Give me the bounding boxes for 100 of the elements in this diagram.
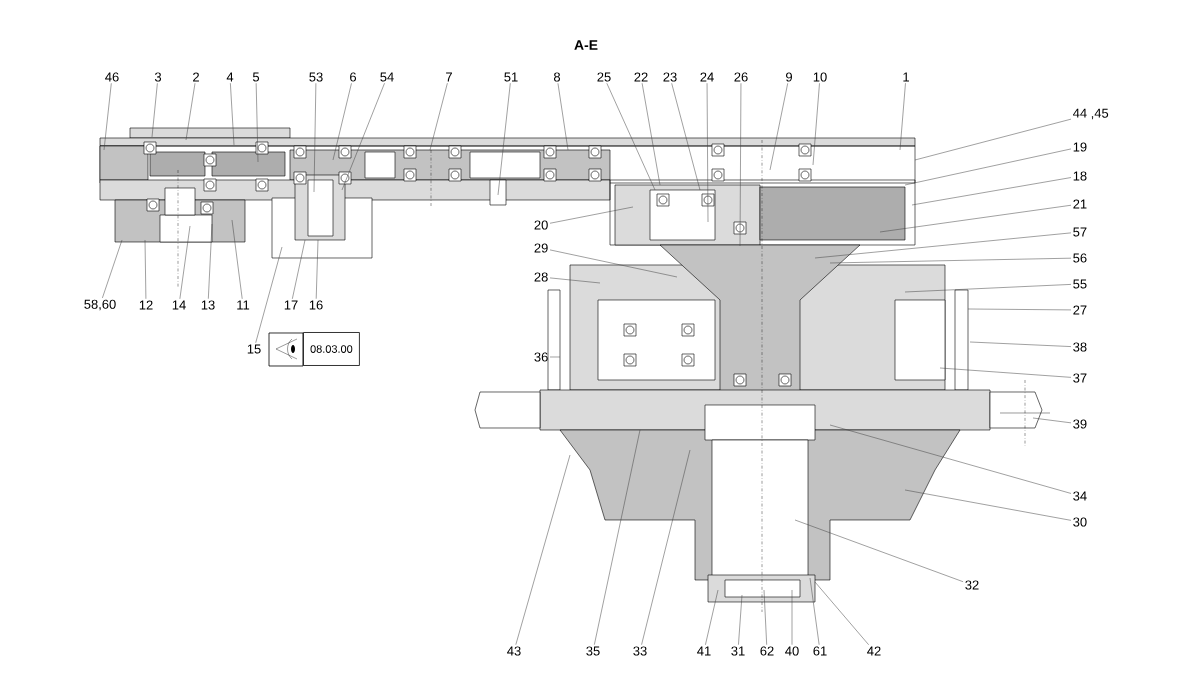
- callout-number: 43: [507, 646, 521, 656]
- leader-line: [208, 223, 213, 299]
- leader-line: [899, 82, 906, 151]
- leader-line: [606, 83, 656, 191]
- leader-line: [763, 589, 767, 645]
- leader-line: [332, 83, 352, 161]
- leader-line: [904, 148, 1072, 186]
- leader-line: [967, 308, 1072, 311]
- leader-line: [103, 83, 112, 151]
- leader-line: [341, 82, 385, 191]
- callout-number: 40: [785, 646, 799, 656]
- callout-number: 11: [237, 300, 250, 310]
- leader-line: [738, 594, 743, 645]
- callout-number: 15: [247, 344, 261, 354]
- callout-number: 19: [1073, 142, 1087, 152]
- leader-line: [255, 82, 259, 163]
- leader-line: [791, 589, 793, 645]
- leader-line: [879, 205, 1072, 233]
- leader-line: [549, 206, 634, 224]
- callout-number: 51: [504, 72, 518, 82]
- callout-number: 62: [760, 646, 774, 656]
- callout-number: 4: [226, 72, 234, 82]
- leader-line: [829, 424, 1072, 494]
- callout-number: 39: [1073, 419, 1087, 429]
- leader-line: [549, 277, 601, 284]
- leader-line: [705, 589, 719, 646]
- leader-line: [939, 367, 1072, 378]
- leader-line: [641, 82, 661, 186]
- callout-number: 6: [350, 72, 357, 82]
- callout-number: 10: [813, 72, 827, 82]
- leader-line: [809, 577, 820, 645]
- callout-number: 61: [813, 646, 827, 656]
- leader-line: [231, 219, 243, 300]
- callout-number: 28: [534, 272, 548, 282]
- callout-number: 57: [1073, 227, 1087, 237]
- callout-number: 44 ,45: [1073, 108, 1109, 120]
- reference-box: 08.03.00: [303, 332, 360, 366]
- callout-number: 3: [154, 72, 162, 82]
- callout-number: 41: [697, 646, 711, 656]
- callout-number: 21: [1073, 199, 1087, 209]
- leader-line: [179, 225, 191, 300]
- leader-line: [829, 257, 1072, 264]
- leader-line: [230, 82, 235, 146]
- callout-number: 14: [172, 300, 186, 310]
- leader-line: [549, 356, 561, 358]
- callout-number: 25: [597, 72, 611, 82]
- callout-number: 37: [1073, 373, 1087, 383]
- callout-number: 1: [903, 72, 909, 82]
- leader-line: [549, 249, 678, 278]
- callout-number: 58,60: [84, 299, 116, 311]
- leader-line: [515, 454, 571, 645]
- callout-number: 33: [633, 646, 647, 656]
- leader-line: [911, 177, 1072, 206]
- callout-number: 35: [586, 646, 600, 656]
- callout-number: 20: [534, 220, 548, 230]
- callout-number: 18: [1073, 171, 1087, 181]
- callout-number: 29: [534, 243, 548, 253]
- leader-line: [429, 82, 448, 151]
- leader-line: [814, 232, 1072, 259]
- leader-line: [904, 284, 1072, 293]
- leader-line: [557, 83, 569, 151]
- leader-line: [255, 246, 283, 344]
- callout-number: 22: [634, 72, 648, 82]
- leader-line: [969, 341, 1072, 347]
- callout-number: 5: [252, 72, 260, 82]
- leader-line: [1032, 417, 1072, 424]
- title: A-E: [574, 40, 598, 50]
- leader-line: [641, 449, 691, 645]
- callout-number: 46: [105, 72, 119, 82]
- leader-line: [315, 239, 319, 299]
- callout-number: 26: [734, 72, 748, 82]
- leader-line: [814, 581, 869, 645]
- leader-line: [102, 239, 123, 299]
- leader-line: [185, 82, 196, 141]
- callout-number: 36: [534, 352, 548, 362]
- callout-number: 56: [1073, 253, 1087, 263]
- leader-line: [769, 83, 788, 171]
- callout-number: 38: [1073, 342, 1087, 352]
- callout-number: 55: [1073, 279, 1087, 289]
- callout-number: 7: [446, 72, 452, 82]
- leader-line: [292, 239, 306, 300]
- callout-number: 2: [193, 72, 199, 82]
- leader-line: [144, 239, 147, 299]
- leader-line: [594, 429, 641, 645]
- leader-line: [706, 82, 709, 223]
- leader-line: [497, 82, 511, 196]
- callout-number: 13: [201, 300, 215, 310]
- callout-number: 31: [731, 646, 745, 656]
- callout-number: 12: [139, 300, 153, 310]
- callout-number: 16: [309, 300, 323, 310]
- leader-line: [313, 83, 317, 193]
- callout-number: 54: [380, 72, 394, 82]
- leader-line: [151, 83, 158, 138]
- callout-number: 8: [553, 72, 561, 82]
- leader-line: [914, 118, 1072, 161]
- leader-line: [812, 83, 820, 166]
- leader-line: [671, 83, 701, 191]
- callout-number: 53: [309, 72, 323, 82]
- leader-line: [904, 489, 1072, 521]
- callout-number: 9: [786, 72, 792, 82]
